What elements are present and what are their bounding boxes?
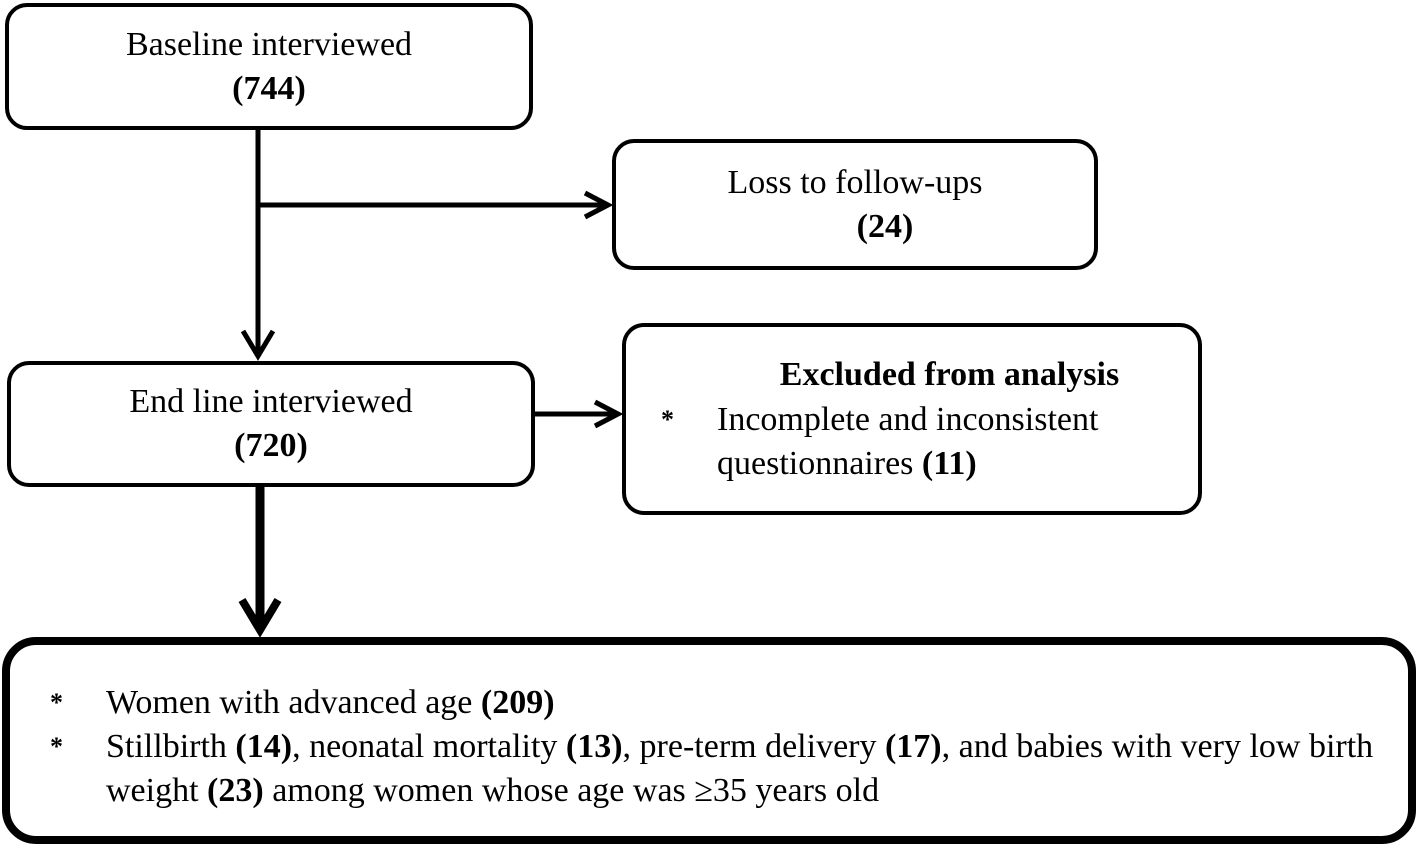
results-item-outcomes: * Stillbirth (14), neonatal mortality (1… (50, 725, 1390, 813)
baseline-box: Baseline interviewed (744) (5, 3, 533, 130)
endline-count: (720) (234, 427, 308, 464)
loss-label: Loss to follow-ups (727, 163, 983, 201)
neonatal-mortality-count: (13) (565, 728, 623, 765)
results-item-text: Women with advanced age (209) (106, 681, 555, 725)
excluded-item: * Incomplete and inconsistent questionna… (661, 398, 1181, 486)
low-birth-weight-count: (23) (207, 772, 264, 809)
age-criterion-label: among women whose age was ≥35 years old (263, 772, 880, 809)
stillbirth-count: (14) (235, 728, 293, 765)
connector-baseline-to-endline (240, 130, 276, 361)
excluded-item-line1: Incomplete and inconsistent (717, 401, 1099, 438)
excluded-item-text: Incomplete and inconsistent questionnair… (717, 398, 1098, 486)
results-item-advanced-age: * Women with advanced age (209) (50, 681, 1390, 725)
loss-count: (24) (856, 207, 914, 245)
endline-label: End line interviewed (129, 383, 413, 420)
results-box: * Women with advanced age (209) * Stillb… (2, 637, 1416, 844)
low-birth-weight-label: , and babies with very low birth weight (106, 728, 1374, 809)
connector-to-loss (258, 190, 614, 220)
advanced-age-count: (209) (480, 684, 555, 721)
baseline-count: (744) (232, 69, 306, 107)
bullet-icon: * (50, 688, 63, 717)
endline-box: End line interviewed (720) (7, 361, 535, 487)
loss-to-follow-up-box: Loss to follow-ups (24) (612, 139, 1098, 270)
results-item-text: Stillbirth (14), neonatal mortality (13)… (106, 725, 1390, 813)
preterm-delivery-label: , pre-term delivery (622, 728, 885, 765)
bullet-icon: * (661, 405, 674, 434)
advanced-age-label: Women with advanced age (106, 684, 481, 721)
preterm-delivery-count: (17) (884, 728, 942, 765)
excluded-title: Excluded from analysis (779, 356, 1120, 393)
baseline-label: Baseline interviewed (125, 25, 413, 63)
neonatal-mortality-label: , neonatal mortality (292, 728, 566, 765)
stillbirth-label: Stillbirth (106, 728, 236, 765)
excluded-count: (11) (921, 445, 977, 482)
excluded-item-line2: questionnaires (717, 445, 922, 482)
connector-endline-to-results (238, 487, 282, 638)
bullet-icon: * (50, 732, 63, 761)
connector-to-excluded (535, 399, 624, 429)
excluded-box: Excluded from analysis * Incomplete and … (622, 323, 1202, 515)
